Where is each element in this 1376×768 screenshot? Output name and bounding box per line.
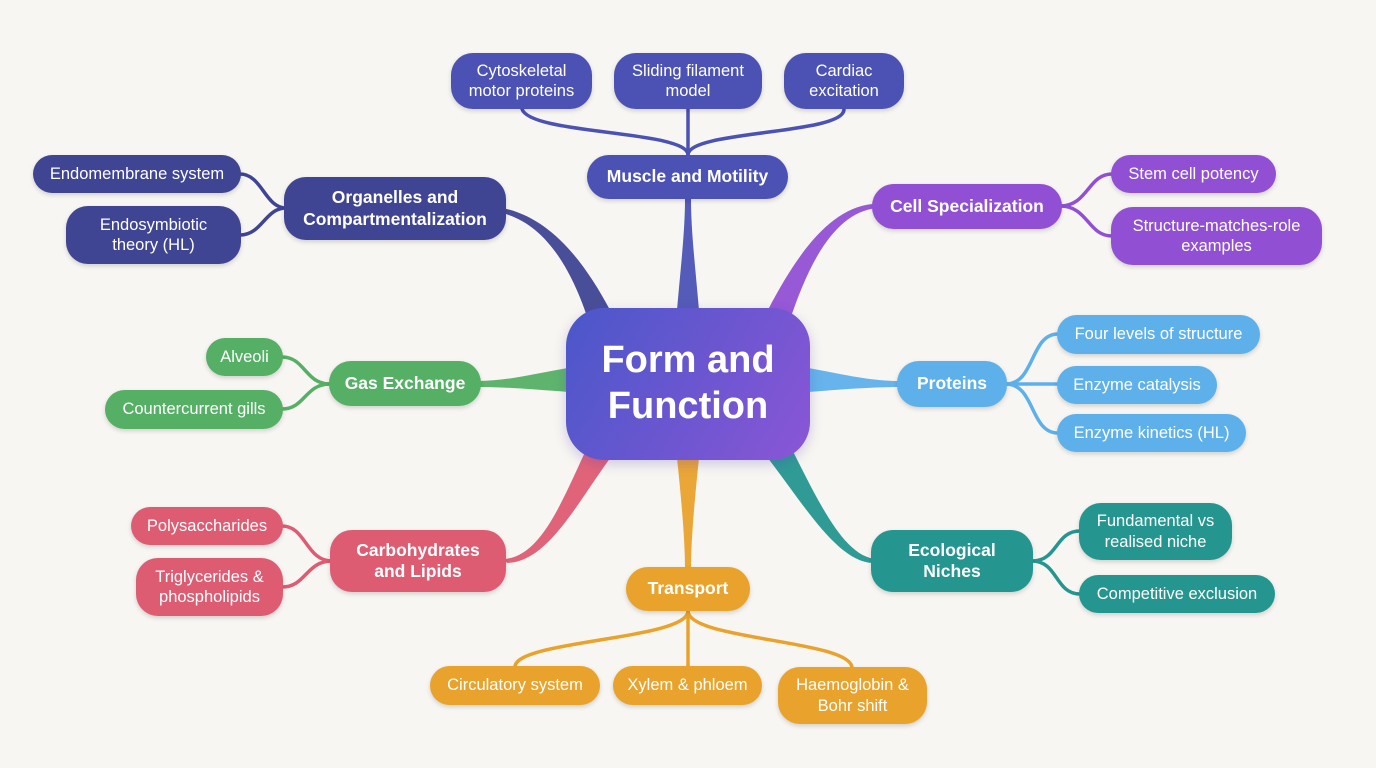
leaf-triglycerides-and-phospholipids[interactable]: Triglycerides & phospholipids (136, 558, 283, 616)
leaf-connector-4-0 (280, 355, 332, 386)
leaf-connector-4-1 (280, 382, 332, 411)
leaf-connector-2-1 (1058, 204, 1114, 238)
leaf-endosymbiotic-theory[interactable]: Endosymbiotic theory (HL) (66, 206, 241, 264)
leaf-alveoli[interactable]: Alveoli (206, 338, 283, 376)
branch-transport[interactable]: Transport (626, 567, 750, 611)
leaf-connector-0-2 (686, 107, 846, 157)
leaf-enzyme-kinetics[interactable]: Enzyme kinetics (HL) (1057, 414, 1246, 452)
branch-proteins[interactable]: Proteins (897, 361, 1007, 407)
trunk-connector-1 (497, 207, 610, 327)
leaf-stem-cell-potency[interactable]: Stem cell potency (1111, 155, 1276, 193)
leaf-sliding-filament-model[interactable]: Sliding filament model (614, 53, 762, 109)
leaf-connector-0-0 (520, 107, 690, 157)
trunk-connector-5 (768, 441, 878, 563)
leaf-four-levels-of-structure[interactable]: Four levels of structure (1057, 315, 1260, 354)
leaf-cytoskeletal-motor-proteins[interactable]: Cytoskeletal motor proteins (451, 53, 592, 109)
trunk-connector-6 (502, 441, 610, 563)
trunk-connector-7 (677, 458, 699, 569)
leaf-circulatory-system[interactable]: Circulatory system (430, 666, 600, 705)
leaf-xylem-and-phloem[interactable]: Xylem & phloem (613, 666, 762, 705)
trunk-connector-2 (768, 204, 878, 327)
branch-carbohydrates-and-lipids[interactable]: Carbohydrates and Lipids (330, 530, 506, 592)
leaf-endomembrane-system[interactable]: Endomembrane system (33, 155, 241, 193)
leaf-connector-1-0 (238, 172, 288, 210)
branch-cell-specialization[interactable]: Cell Specialization (872, 184, 1062, 229)
trunk-connector-0 (677, 198, 699, 310)
branch-ecological-niches[interactable]: Ecological Niches (871, 530, 1033, 592)
leaf-countercurrent-gills[interactable]: Countercurrent gills (105, 390, 283, 429)
leaf-haemoglobin-and-bohr-shift[interactable]: Haemoglobin & Bohr shift (778, 667, 927, 724)
leaf-connector-3-0 (1004, 332, 1060, 386)
leaf-connector-1-1 (238, 206, 288, 237)
central-topic[interactable]: Form and Function (566, 308, 810, 460)
leaf-connector-7-2 (686, 609, 854, 670)
branch-organelles-and-compartmentalization[interactable]: Organelles and Compartmentalization (284, 177, 506, 240)
leaf-connector-5-1 (1030, 559, 1082, 596)
leaf-connector-6-1 (280, 559, 334, 589)
trunk-connector-3 (807, 368, 901, 392)
leaf-enzyme-catalysis[interactable]: Enzyme catalysis (1057, 366, 1217, 404)
leaf-connector-2-0 (1058, 172, 1114, 208)
leaf-structure-matches-role[interactable]: Structure-matches-role examples (1111, 207, 1322, 265)
leaf-connector-3-2 (1004, 382, 1060, 435)
leaf-connector-6-0 (280, 524, 334, 563)
leaf-connector-5-0 (1030, 529, 1082, 563)
leaf-cardiac-excitation[interactable]: Cardiac excitation (784, 53, 904, 109)
leaf-connector-7-0 (513, 609, 690, 669)
trunk-connector-4 (477, 368, 569, 392)
branch-muscle-and-motility[interactable]: Muscle and Motility (587, 155, 788, 199)
leaf-polysaccharides[interactable]: Polysaccharides (131, 507, 283, 545)
leaf-competitive-exclusion[interactable]: Competitive exclusion (1079, 575, 1275, 613)
branch-gas-exchange[interactable]: Gas Exchange (329, 361, 481, 406)
leaf-fundamental-vs-realised-niche[interactable]: Fundamental vs realised niche (1079, 503, 1232, 560)
